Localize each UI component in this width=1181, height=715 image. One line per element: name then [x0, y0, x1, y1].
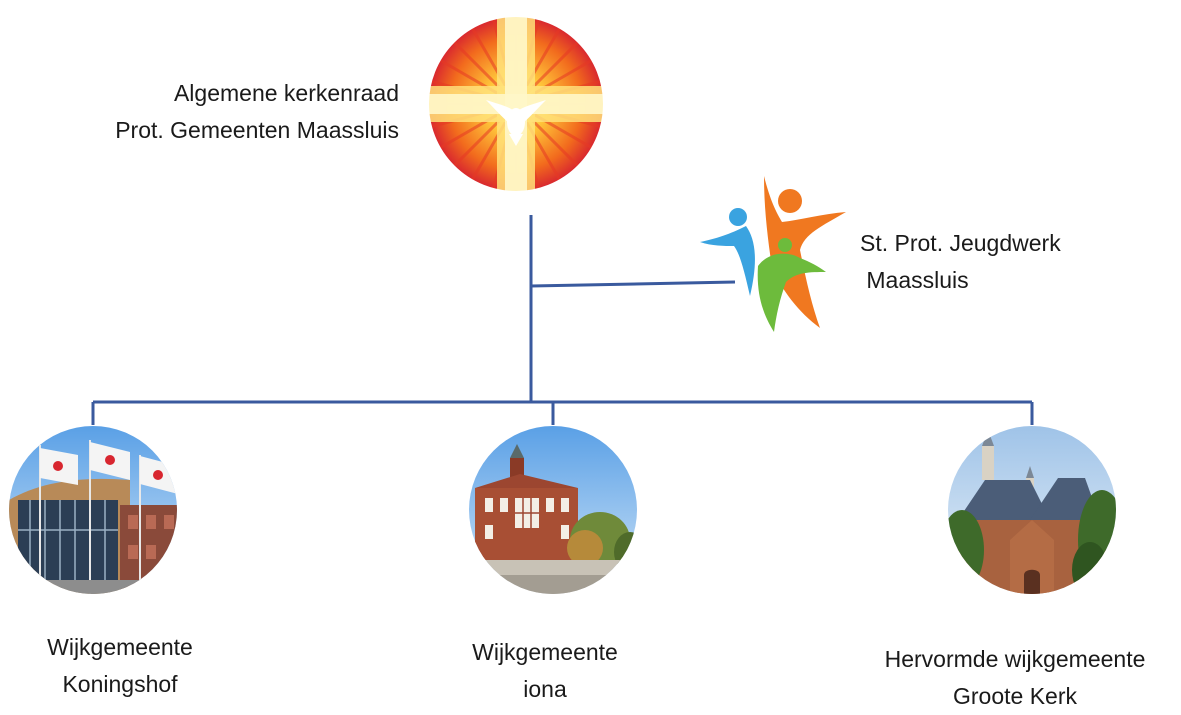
- child-label-line2: iona: [523, 676, 567, 702]
- child-label-line2: Groote Kerk: [953, 683, 1077, 709]
- dove-cross-emblem-icon: [427, 15, 605, 193]
- iona-church-photo: [469, 426, 637, 594]
- child-label-line1: Wijkgemeente: [47, 634, 193, 660]
- child-label-line1: Hervormde wijkgemeente: [884, 646, 1146, 672]
- side-label: St. Prot. Jeugdwerk Maassluis: [860, 225, 1120, 299]
- koningshof-building-photo: [9, 426, 177, 594]
- connector-lines: [91, 215, 1034, 425]
- root-label-line1: Algemene kerkenraad: [173, 80, 399, 106]
- root-label-line2: Prot. Gemeenten Maassluis: [115, 117, 399, 143]
- child-label-iona: Wijkgemeente iona: [425, 634, 665, 708]
- root-label: Algemene kerkenraad Prot. Gemeenten Maas…: [40, 75, 399, 149]
- youth-figures-logo-icon: [700, 176, 846, 332]
- side-label-line1: St. Prot. Jeugdwerk: [860, 230, 1061, 256]
- groote-kerk-photo: [948, 426, 1116, 594]
- side-label-line2: Maassluis: [860, 267, 969, 293]
- child-label-koningshof: Wijkgemeente Koningshof: [0, 629, 240, 703]
- child-label-line1: Wijkgemeente: [472, 639, 618, 665]
- child-label-line2: Koningshof: [62, 671, 178, 697]
- child-label-groote-kerk: Hervormde wijkgemeente Groote Kerk: [855, 641, 1175, 715]
